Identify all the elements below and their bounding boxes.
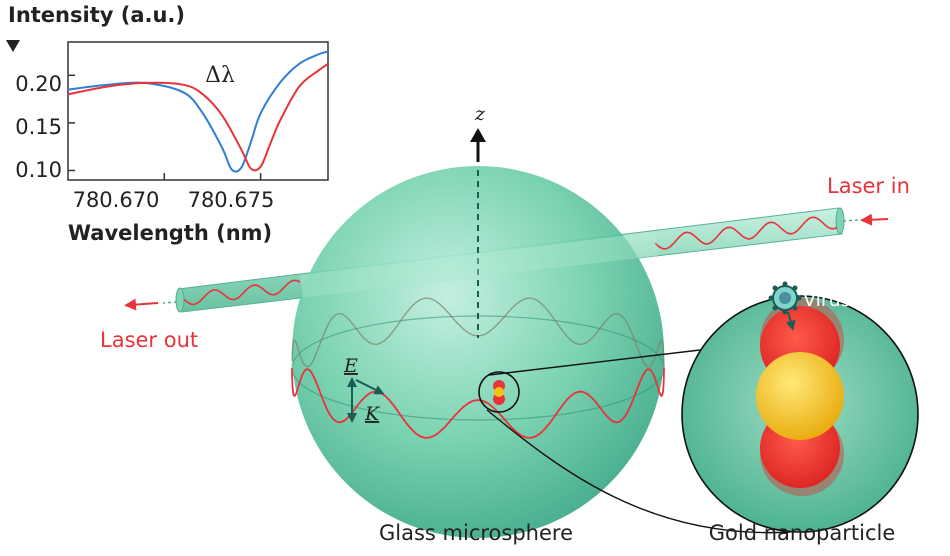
zoom-connector-bottom bbox=[486, 409, 791, 534]
ytick-label: 0.20 bbox=[15, 72, 62, 96]
laser-out-dashed bbox=[162, 301, 178, 304]
chart-xlabel: Wavelength (nm) bbox=[68, 221, 272, 245]
zoom-source-circle bbox=[478, 371, 520, 413]
chart-series-layer bbox=[67, 50, 329, 173]
virus-label: Virus bbox=[803, 289, 851, 311]
small-gold-nanoparticle bbox=[494, 387, 504, 397]
chart-frame bbox=[67, 41, 329, 181]
laser-in-dashed bbox=[842, 219, 859, 222]
chart-tick-marks bbox=[68, 74, 262, 180]
z-axis-label: z bbox=[474, 103, 486, 125]
zoom-connector-top bbox=[488, 349, 701, 376]
virus-binding-arrow bbox=[785, 311, 796, 331]
laser-out-arrow-icon bbox=[124, 298, 159, 311]
xtick-label: 780.675 bbox=[188, 188, 275, 212]
gold-nanoparticle-label: Gold nanoparticle bbox=[709, 521, 896, 545]
glass-microsphere-label: Glass microsphere bbox=[379, 521, 573, 545]
fiber-end-right bbox=[835, 207, 845, 235]
chart-ylabel: Intensity (a.u.) bbox=[8, 3, 185, 27]
whispering-gallery-wave-back bbox=[291, 297, 665, 369]
xtick-label: 780.670 bbox=[73, 188, 160, 212]
delta-lambda-label: Δλ bbox=[205, 63, 235, 88]
chart-ytick-labels: 0.20 0.15 0.10 bbox=[15, 72, 62, 182]
series-line-2 bbox=[67, 63, 329, 172]
fiber-light-wave bbox=[183, 216, 838, 306]
whispering-gallery-wave-front bbox=[291, 367, 665, 439]
glass-microsphere: z E K bbox=[291, 103, 665, 538]
ytick-label: 0.15 bbox=[15, 115, 62, 139]
ylabel-pointer-icon bbox=[6, 40, 20, 52]
fiber-inside-sphere bbox=[300, 232, 658, 298]
fiber-end-left bbox=[175, 287, 185, 313]
k-vector bbox=[355, 379, 385, 395]
laser-in-arrow-icon bbox=[860, 213, 889, 226]
z-axis-arrow-icon bbox=[470, 128, 486, 142]
inset-chart: Intensity (a.u.) 0.20 0.15 0.10 780.670 … bbox=[6, 3, 329, 245]
laser-out-label: Laser out bbox=[100, 328, 198, 352]
microsphere-body bbox=[292, 166, 664, 538]
k-vector-label: K bbox=[364, 403, 381, 425]
ytick-label: 0.10 bbox=[15, 158, 62, 182]
gold-nanoparticle bbox=[756, 352, 844, 440]
zoom-inset: Virus bbox=[681, 281, 919, 533]
laser-in-label: Laser in bbox=[827, 174, 910, 198]
virus-icon bbox=[768, 281, 802, 315]
e-field-label: E bbox=[343, 355, 358, 377]
